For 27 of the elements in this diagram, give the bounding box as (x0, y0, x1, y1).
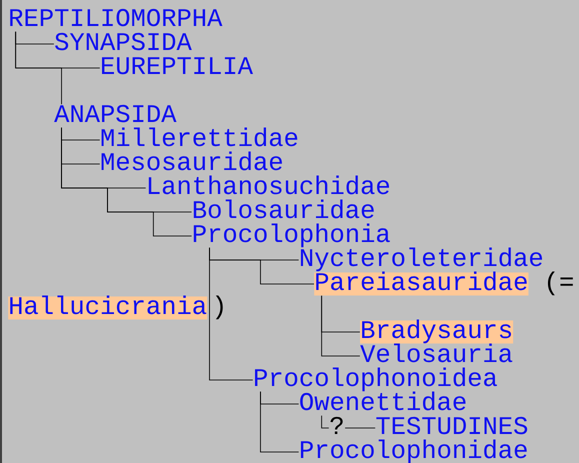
highlighted-taxon-label: Bradysaurs (360, 320, 514, 344)
taxon-label: Millerettidae (102, 128, 298, 146)
taxon-label: REPTILIOMORPHA (10, 8, 222, 26)
taxon-label: Bolosauridae (194, 200, 374, 218)
taxon-label: Mesosauridae (102, 152, 282, 170)
bracket-text: ) (216, 296, 223, 320)
taxon-label: Velosauria (360, 344, 512, 362)
tree-connector (260, 391, 300, 452)
taxon-label: Procolophonoidea (255, 368, 497, 392)
taxon-label: Nycteroleteridae (300, 248, 542, 272)
tree-connector (321, 295, 360, 356)
tree-connector (209, 247, 254, 380)
taxon-label: TESTUDINES (376, 416, 528, 434)
highlighted-taxon-label: Pareiasauridae (314, 272, 528, 296)
taxon-label: Lanthanosuchidae (148, 176, 390, 194)
taxon-label: EUREPTILIA (102, 57, 253, 74)
taxon-label: Owenettidae (300, 392, 466, 410)
bracket-text: (= (548, 272, 573, 296)
taxon-label: SYNAPSIDA (55, 32, 192, 50)
taxon-label: ANAPSIDA (54, 104, 176, 122)
tree-connector (61, 127, 192, 236)
taxon-label: Procolophonidae (300, 440, 527, 463)
taxon-label: Procolophonia (194, 224, 390, 248)
tree-connector (15, 31, 62, 105)
highlighted-taxon-label: Hallucicrania (8, 296, 208, 320)
tree-connector (321, 415, 376, 428)
edge-label: ? (328, 416, 346, 440)
